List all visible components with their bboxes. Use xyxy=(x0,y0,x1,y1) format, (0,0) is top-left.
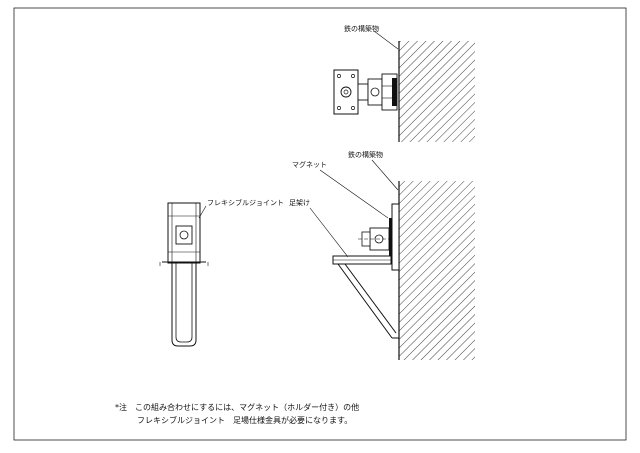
note-line-2: フレキシブルジョイント 足場仕様金具が必要になります。 xyxy=(137,416,353,425)
flexible-joint-body xyxy=(175,225,193,245)
steel-structure-top xyxy=(399,41,475,142)
foot-rest-label: 足架け xyxy=(289,199,310,207)
flexible-joint-label: フレキシブルジョイント xyxy=(207,199,284,207)
magnet-side xyxy=(391,203,400,271)
foot-rest-loop xyxy=(171,263,197,347)
steel-structure-side xyxy=(399,181,475,360)
magnet-label: マグネット xyxy=(292,161,327,169)
steel-structure-top-label: 鉄の構築物 xyxy=(344,25,379,33)
top-view xyxy=(333,30,475,142)
drawing-frame xyxy=(13,7,627,441)
side-view xyxy=(309,159,475,360)
note-line-1: *注 この組み合わせにするには、マグネット（ホルダー付き）の他 xyxy=(115,403,360,412)
steel-structure-side-label: 鉄の構築物 xyxy=(348,151,383,159)
front-view xyxy=(159,202,209,347)
